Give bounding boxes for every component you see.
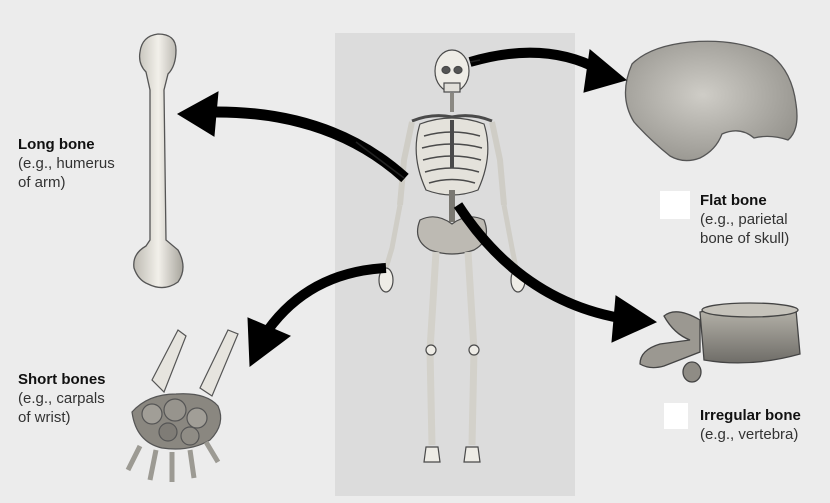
flat-bone-example-line2: bone of skull)	[700, 229, 789, 248]
vertebra-bone	[640, 303, 800, 382]
long-bone-example-line1: (e.g., humerus	[18, 154, 115, 173]
long-bone-example-line2: of arm)	[18, 173, 115, 192]
long-bone-label: Long bone (e.g., humerus of arm)	[18, 135, 115, 192]
humerus-bone	[134, 34, 183, 288]
flat-bone-example-line1: (e.g., parietal	[700, 210, 789, 229]
flat-bone-answer-box[interactable]	[660, 191, 690, 219]
flat-bone-title: Flat bone	[700, 191, 789, 210]
parietal-bone	[625, 41, 797, 160]
arrow-head-flat	[584, 50, 626, 92]
arrow-head-long	[178, 92, 218, 136]
short-bones-example-line2: of wrist)	[18, 408, 106, 427]
irregular-bone-example-line1: (e.g., vertebra)	[700, 425, 801, 444]
arrow-head-irregular	[612, 296, 656, 342]
irregular-bone-answer-box[interactable]	[664, 403, 688, 429]
irregular-bone-title: Irregular bone	[700, 406, 801, 425]
short-bones-title: Short bones	[18, 370, 106, 389]
long-bone-title: Long bone	[18, 135, 115, 154]
irregular-bone-label: Irregular bone (e.g., vertebra)	[700, 406, 801, 444]
flat-bone-label: Flat bone (e.g., parietal bone of skull)	[700, 191, 789, 248]
short-bones-example-line1: (e.g., carpals	[18, 389, 106, 408]
wrist-bones	[128, 330, 238, 482]
short-bones-label: Short bones (e.g., carpals of wrist)	[18, 370, 106, 427]
